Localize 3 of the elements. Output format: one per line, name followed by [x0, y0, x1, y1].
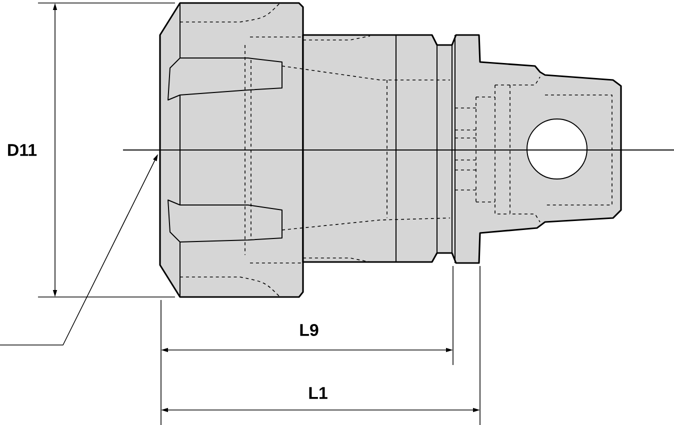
dimension-label: L9: [300, 324, 318, 336]
dimension-label: D11: [8, 144, 37, 156]
dimension-label: L1: [309, 387, 328, 399]
